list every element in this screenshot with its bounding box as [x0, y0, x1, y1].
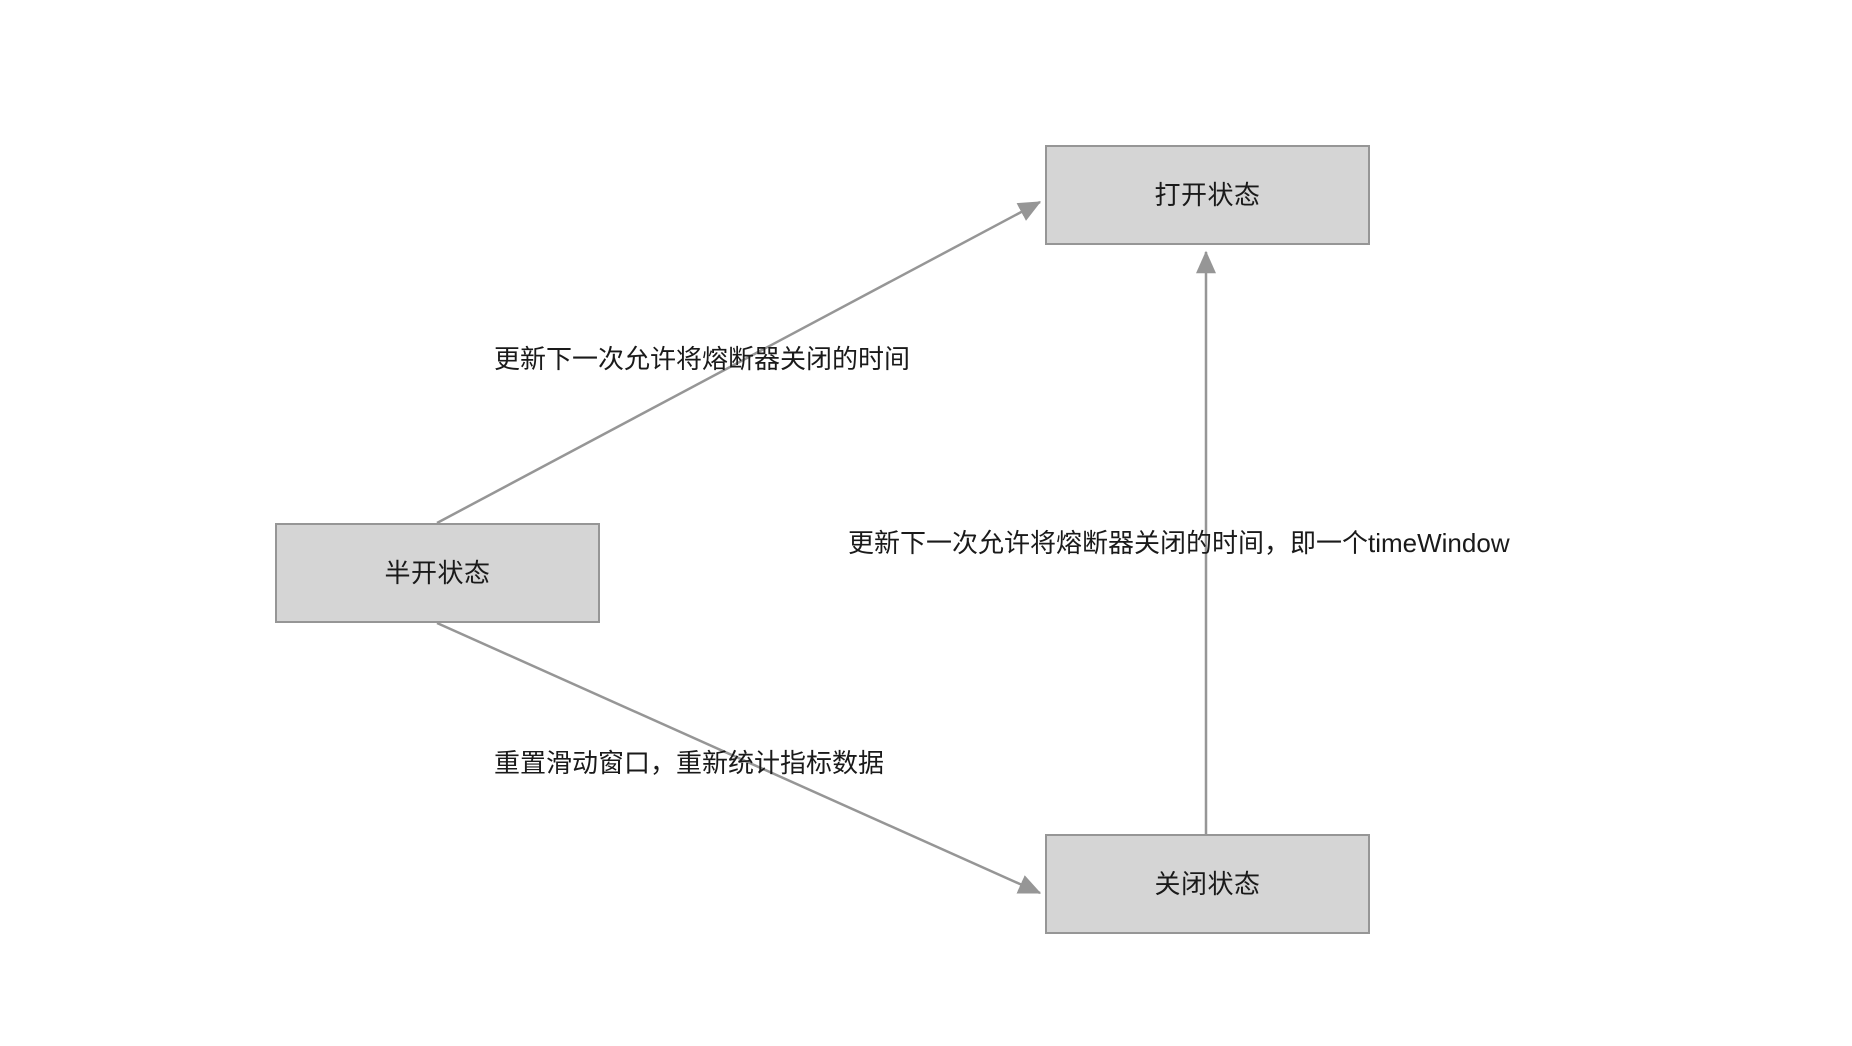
node-open-state-label: 打开状态: [1154, 180, 1261, 210]
node-half-open-state-label: 半开状态: [384, 558, 491, 588]
edge-label-half-open-to-open: 更新下一次允许将熔断器关闭的时间: [494, 344, 911, 374]
node-closed-state-label: 关闭状态: [1154, 869, 1261, 899]
edge-label-closed-to-open: 更新下一次允许将熔断器关闭的时间，即一个timeWindow: [848, 528, 1510, 558]
node-half-open-state[interactable]: 半开状态: [275, 523, 600, 623]
edge-half-open-to-open: [436, 200, 1042, 525]
edge-label-half-open-to-closed: 重置滑动窗口，重新统计指标数据: [494, 748, 885, 778]
node-closed-state[interactable]: 关闭状态: [1045, 834, 1370, 934]
node-open-state[interactable]: 打开状态: [1045, 145, 1370, 245]
edge-half-open-to-closed: [436, 621, 1042, 895]
